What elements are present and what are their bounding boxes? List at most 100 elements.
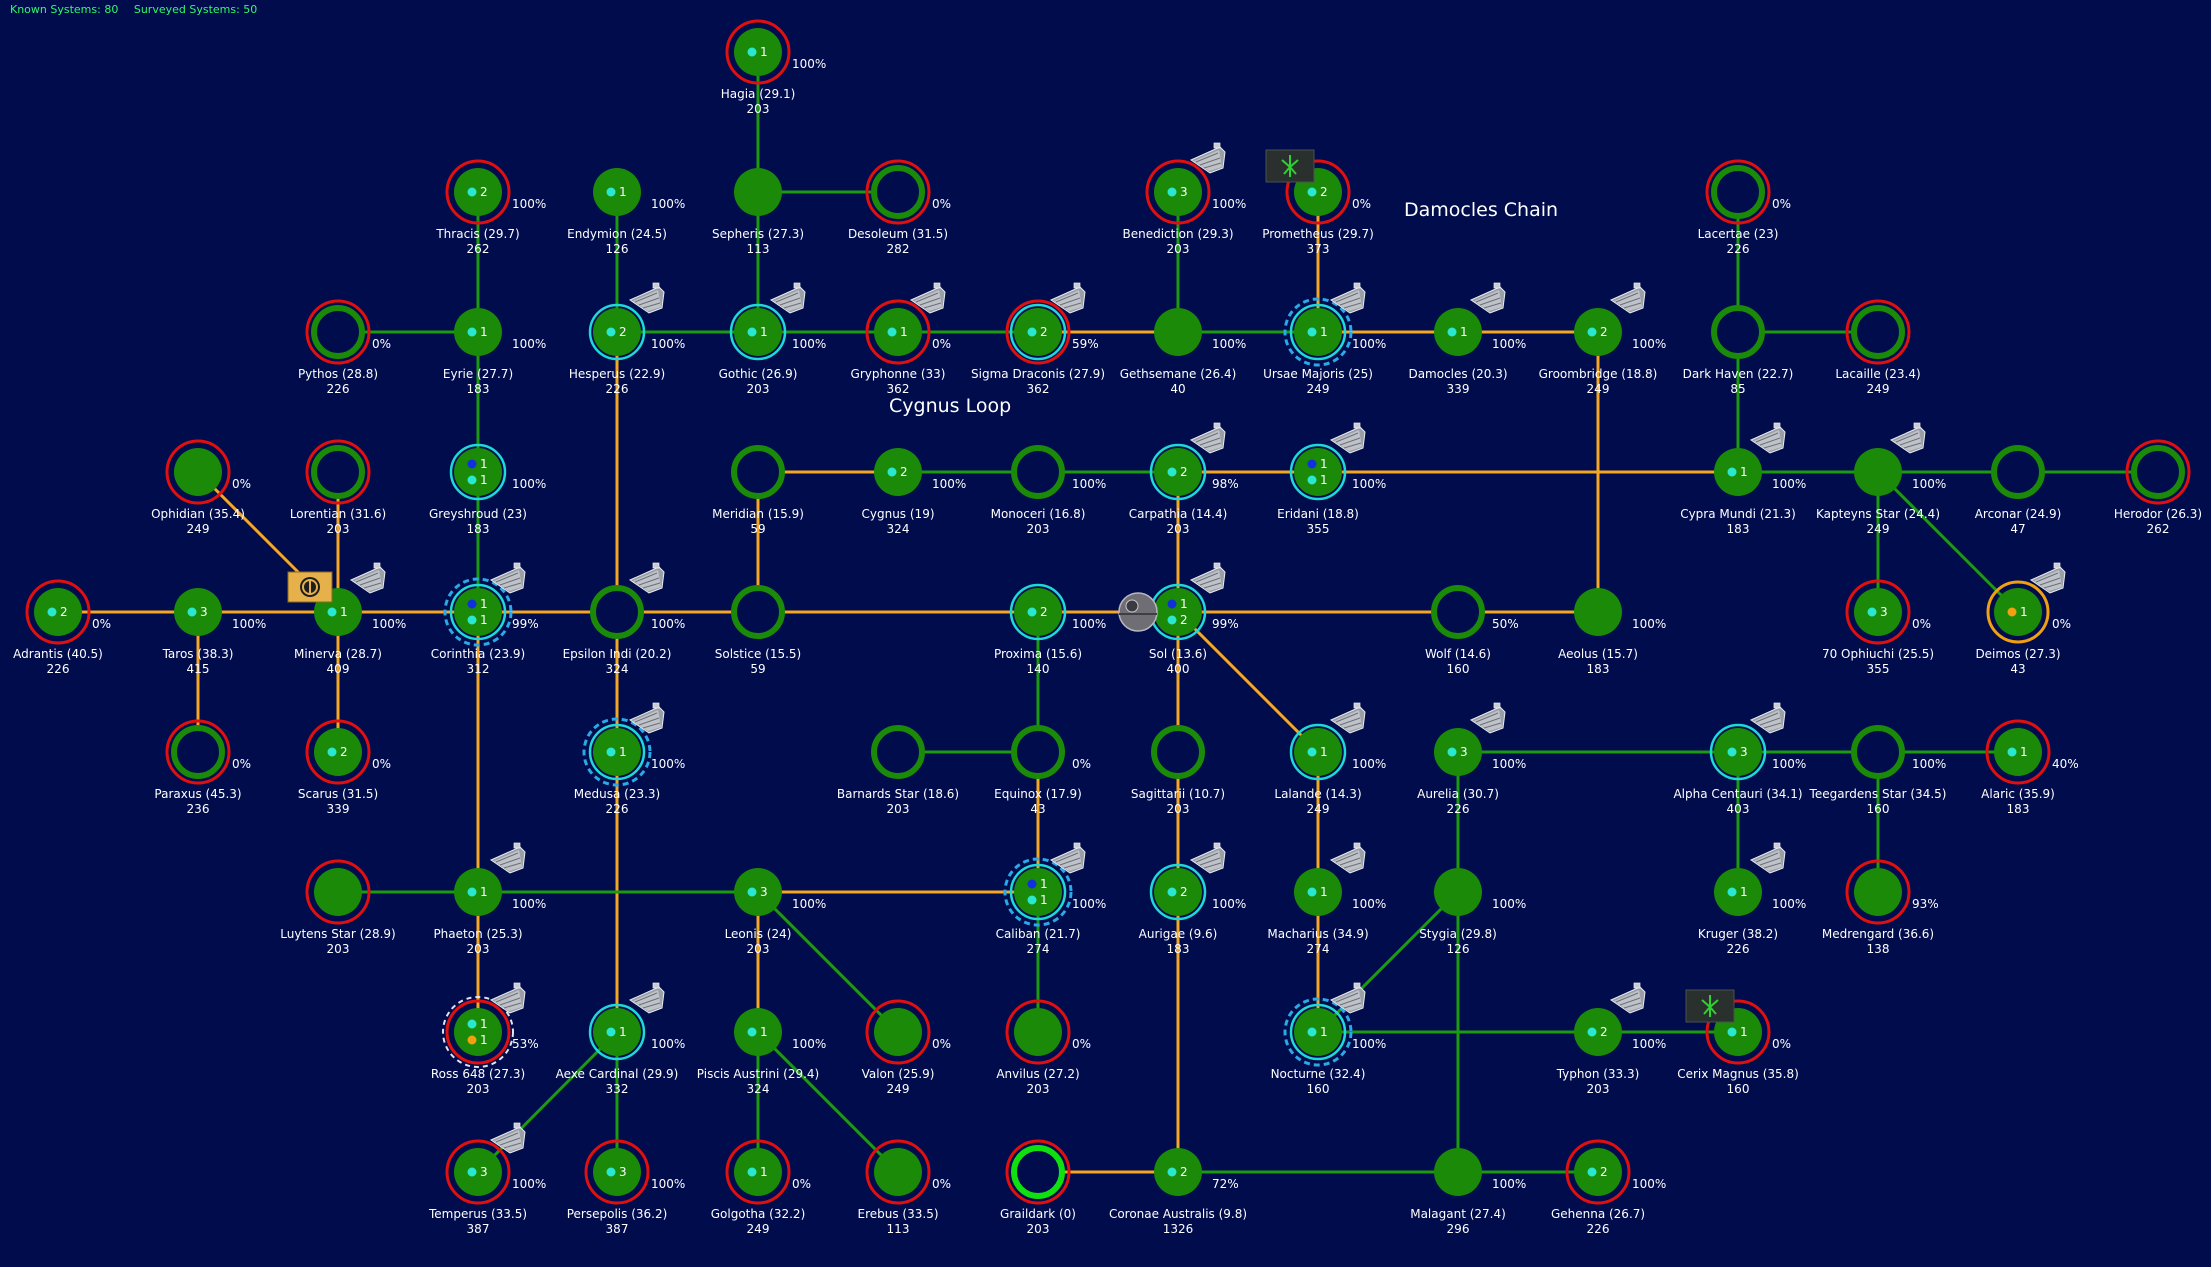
system-equinox[interactable]: 0%Equinox (17.9)43 [994, 725, 1091, 816]
system-epsilon[interactable]: 100%Epsilon Indi (20.2)324 [563, 562, 686, 676]
system-desoleum[interactable]: 0%Desoleum (31.5)282 [848, 159, 951, 256]
system-ophidian[interactable]: 0%Ophidian (35.4)249 [151, 439, 251, 536]
star-destroyer-icon[interactable] [1750, 842, 1786, 874]
system-herodor[interactable]: Herodor (26.3)262 [2114, 439, 2202, 536]
star-destroyer-icon[interactable] [1750, 702, 1786, 734]
star-destroyer-icon[interactable] [1470, 282, 1506, 314]
system-scarus[interactable]: 20%Scarus (31.5)339 [298, 719, 391, 816]
system-kapteyns[interactable]: 100%Kapteyns Star (24.4)249 [1816, 422, 1946, 536]
system-sepheris[interactable]: Sepheris (27.3)113 [712, 168, 804, 256]
death-star-icon[interactable] [1118, 592, 1158, 632]
system-gryphonne[interactable]: 10%Gryphonne (33)362 [851, 282, 952, 396]
system-anvilus[interactable]: 0%Anvilus (27.2)203 [996, 999, 1091, 1096]
rebel-banner-icon[interactable] [1685, 989, 1735, 1023]
system-malagant[interactable]: 100%Malagant (27.4)296 [1410, 1148, 1526, 1236]
system-paraxus[interactable]: 0%Paraxus (45.3)236 [154, 719, 251, 816]
star-destroyer-icon[interactable] [629, 982, 665, 1014]
system-barnards[interactable]: Barnards Star (18.6)203 [837, 725, 959, 816]
system-solstice[interactable]: Solstice (15.5)59 [715, 585, 801, 676]
system-alaric[interactable]: 140%Alaric (35.9)183 [1981, 719, 2079, 816]
system-carpathia[interactable]: 298%Carpathia (14.4)203 [1129, 422, 1239, 536]
system-sigma[interactable]: 259%Sigma Draconis (27.9)362 [971, 282, 1105, 396]
system-prometheus[interactable]: 20%Prometheus (29.7)373 [1262, 149, 1374, 256]
system-valon[interactable]: 0%Valon (25.9)249 [862, 999, 951, 1096]
star-destroyer-icon[interactable] [1050, 842, 1086, 874]
system-teegardens[interactable]: 100%Teegardens Star (34.5)160 [1809, 725, 1947, 816]
star-destroyer-icon[interactable] [1330, 702, 1366, 734]
star-destroyer-icon[interactable] [1330, 982, 1366, 1014]
system-lacertae[interactable]: 0%Lacertae (23)226 [1698, 159, 1791, 256]
star-destroyer-icon[interactable] [1610, 282, 1646, 314]
system-wolf[interactable]: 50%Wolf (14.6)160 [1425, 585, 1519, 676]
system-medrengard[interactable]: 93%Medrengard (36.6)138 [1822, 859, 1939, 956]
star-destroyer-icon[interactable] [629, 702, 665, 734]
rebel-banner-icon[interactable] [1265, 149, 1315, 183]
system-golgotha[interactable]: 10%Golgotha (32.2)249 [711, 1139, 811, 1236]
star-destroyer-icon[interactable] [1330, 422, 1366, 454]
system-monoceri[interactable]: 100%Monoceri (16.8)203 [991, 445, 1107, 536]
imperial-banner-icon[interactable] [287, 571, 333, 603]
star-destroyer-icon[interactable] [770, 282, 806, 314]
star-destroyer-icon[interactable] [490, 562, 526, 594]
system-coronae[interactable]: 272%Coronae Australis (9.8)1326 [1109, 1148, 1247, 1236]
star-destroyer-icon[interactable] [629, 562, 665, 594]
star-destroyer-icon[interactable] [1750, 422, 1786, 454]
star-destroyer-icon[interactable] [1190, 422, 1226, 454]
star-destroyer-icon[interactable] [1470, 702, 1506, 734]
system-lorentian[interactable]: Lorentian (31.6)203 [290, 439, 386, 536]
star-destroyer-icon[interactable] [1190, 562, 1226, 594]
system-pythos[interactable]: 0%Pythos (28.8)226 [298, 299, 391, 396]
system-lacaille[interactable]: Lacaille (23.4)249 [1835, 299, 1921, 396]
system-luytens[interactable]: Luytens Star (28.9)203 [280, 859, 396, 956]
star-destroyer-icon[interactable] [629, 282, 665, 314]
star-destroyer-icon[interactable] [1610, 982, 1646, 1014]
system-gethsemane[interactable]: 100%Gethsemane (26.4)40 [1120, 308, 1247, 396]
system-adrantis[interactable]: 20%Adrantis (40.5)226 [13, 579, 111, 676]
system-meridian[interactable]: Meridian (15.9)59 [712, 445, 804, 536]
star-destroyer-icon[interactable] [1330, 842, 1366, 874]
star-destroyer-icon[interactable] [490, 842, 526, 874]
star-destroyer-icon[interactable] [1330, 282, 1366, 314]
star-destroyer-icon[interactable] [350, 562, 386, 594]
system-cerix[interactable]: 10%Cerix Magnus (35.8)160 [1677, 989, 1799, 1096]
system-sagittarii[interactable]: Sagittarii (10.7)203 [1131, 725, 1225, 816]
system-stygia[interactable]: 100%Stygia (29.8)126 [1419, 868, 1526, 956]
star-destroyer-icon[interactable] [1190, 842, 1226, 874]
system-darkhaven[interactable]: Dark Haven (22.7)85 [1683, 305, 1794, 396]
system-erebus[interactable]: 0%Erebus (33.5)113 [857, 1139, 951, 1236]
